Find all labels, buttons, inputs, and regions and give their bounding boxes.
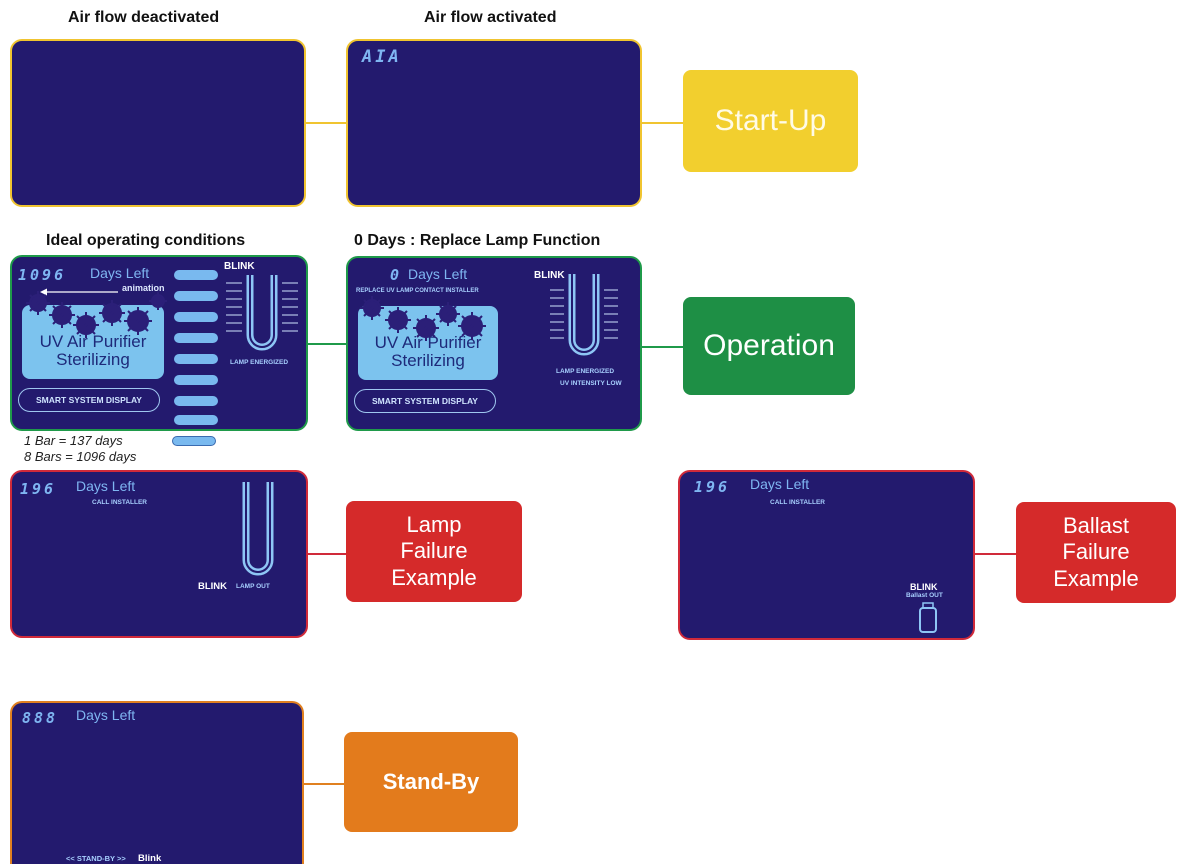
lamp-energized-label: LAMP ENERGIZED	[230, 359, 288, 366]
heading-air-flow-activated: Air flow activated	[424, 9, 556, 27]
smart-system-pill: SMART SYSTEM DISPLAY	[18, 388, 160, 412]
call-installer-label: CALL INSTALLER	[92, 499, 147, 506]
display-panel-air-off	[10, 39, 306, 207]
stage-label-startup: Start-Up	[683, 70, 858, 172]
days-digits: 0	[390, 266, 402, 284]
blink-label: BLINK	[198, 581, 227, 592]
life-bar	[174, 375, 218, 385]
air-digits: AIA	[362, 47, 402, 67]
uv-lamp-icon	[546, 270, 626, 365]
display-panel-lamp-failure: 196 Days Left CALL INSTALLER BLINK LAMP …	[10, 470, 308, 638]
blink-label: Blink	[138, 853, 161, 864]
standby-label: << STAND-BY >>	[66, 854, 126, 863]
connector-line	[306, 553, 348, 555]
life-bar	[174, 333, 218, 343]
display-panel-standby: 888 Days Left << STAND-BY >> Blink	[10, 701, 304, 864]
lamp-out-label: LAMP OUT	[236, 583, 270, 590]
ballast-icon	[918, 602, 938, 634]
blink-label: BLINK	[224, 261, 255, 272]
uv-lamp-icon	[224, 273, 304, 363]
heading-air-flow-deactivated: Air flow deactivated	[68, 9, 219, 27]
life-bar	[174, 354, 218, 364]
connector-line	[973, 553, 1017, 555]
stage-label-lamp-failure: Lamp Failure Example	[346, 501, 522, 602]
uv-subtitle: Sterilizing	[22, 351, 164, 369]
display-panel-replace: 0 Days Left REPLACE UV LAMP CONTACT INST…	[346, 256, 642, 431]
life-bar	[174, 270, 218, 280]
heading-ideal-operating: Ideal operating conditions	[46, 232, 245, 250]
germ-icons	[356, 294, 496, 354]
connector-line	[308, 343, 348, 345]
days-digits: 1096	[18, 266, 66, 284]
heading-replace-lamp: 0 Days : Replace Lamp Function	[354, 232, 600, 250]
days-left-label: Days Left	[76, 707, 135, 723]
days-left-label: Days Left	[76, 478, 135, 494]
days-left-label: Days Left	[750, 476, 809, 492]
days-left-label: Days Left	[408, 266, 467, 282]
days-digits: 196	[20, 480, 56, 498]
blink-label: BLINK	[910, 582, 938, 592]
life-bar	[174, 291, 218, 301]
smart-system-pill: SMART SYSTEM DISPLAY	[354, 389, 496, 413]
connector-line	[302, 783, 346, 785]
days-digits: 196	[694, 478, 730, 496]
display-panel-ballast-failure: 196 Days Left CALL INSTALLER BLINK Balla…	[678, 470, 975, 640]
stage-label-operation: Operation	[683, 297, 855, 395]
lamp-energized-label: LAMP ENERGIZED	[556, 368, 614, 375]
display-panel-ideal: 1096 Days Left animation UV Air Purifier…	[10, 255, 308, 431]
days-digits: 888	[22, 709, 58, 727]
ballast-out-label: Ballast OUT	[906, 592, 943, 599]
connector-line	[304, 122, 348, 124]
stage-label-ballast-failure: Ballast Failure Example	[1016, 502, 1176, 603]
life-bar	[174, 396, 218, 406]
life-bar	[174, 312, 218, 322]
call-installer-label: CALL INSTALLER	[770, 499, 825, 506]
display-panel-air-on: AIA	[346, 39, 642, 207]
uv-lamp-icon	[238, 480, 278, 580]
connector-line	[640, 122, 684, 124]
legend-total-days: 8 Bars = 1096 days	[24, 449, 136, 464]
uv-subtitle: Sterilizing	[358, 352, 498, 370]
days-left-label: Days Left	[90, 265, 149, 281]
germ-icons	[20, 291, 170, 351]
stage-label-standby: Stand-By	[344, 732, 518, 832]
life-bar	[174, 415, 218, 425]
legend-bar-swatch	[172, 436, 216, 446]
connector-line	[641, 346, 684, 348]
uv-intensity-low-label: UV INTENSITY LOW	[560, 380, 622, 387]
legend-bar-days: 1 Bar = 137 days	[24, 433, 123, 448]
